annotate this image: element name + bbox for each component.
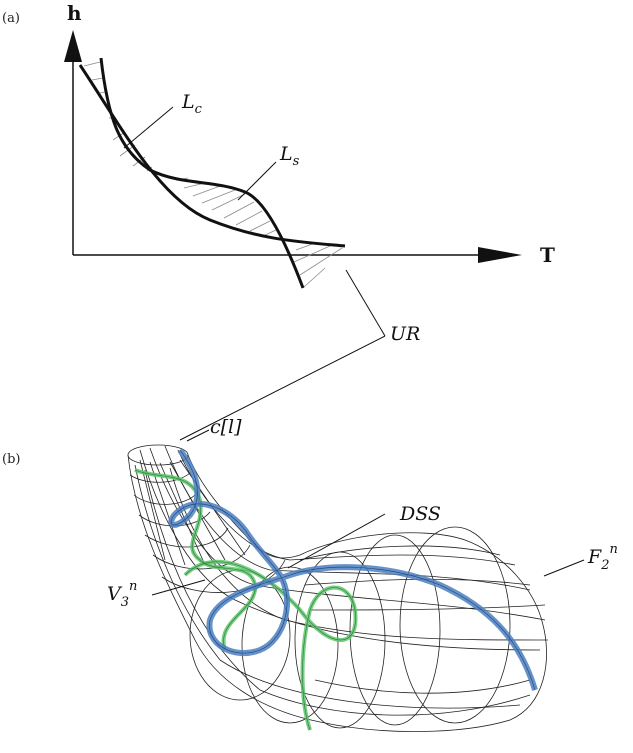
label-ur: UR: [390, 323, 420, 345]
leader-ur-down: [179, 335, 386, 441]
hatch-region: [83, 61, 343, 288]
x-axis-label: T: [540, 243, 555, 267]
panel-a-tag: (a): [2, 11, 20, 26]
y-axis-arrow: [64, 30, 82, 62]
green-curve-edge: [134, 469, 356, 731]
wireframe-surface: [127, 444, 549, 732]
leader-ls: [237, 161, 277, 201]
panel-b: (b): [2, 416, 618, 732]
label-dss: DSS: [399, 503, 441, 525]
label-cl: c[l]: [210, 416, 242, 438]
leader-cl: [186, 429, 210, 442]
label-ls: Ls: [279, 143, 300, 169]
leader-f: [543, 559, 585, 577]
green-curve: [134, 468, 358, 731]
x-axis-arrow: [478, 247, 522, 263]
curve-ls: [99, 57, 305, 289]
leader-ur-up: [345, 269, 386, 337]
label-lc: Lc: [181, 91, 203, 117]
label-v: V3n: [107, 579, 137, 610]
label-f: F2n: [587, 542, 618, 573]
panel-a: (a) h T: [2, 1, 555, 441]
curve-lc: [78, 64, 346, 248]
panel-b-tag: (b): [2, 452, 20, 467]
leader-lc: [123, 106, 174, 149]
y-axis-label: h: [67, 1, 82, 25]
leader-v: [151, 579, 206, 596]
blue-curve-edge: [171, 449, 536, 691]
leader-dss: [287, 513, 386, 569]
